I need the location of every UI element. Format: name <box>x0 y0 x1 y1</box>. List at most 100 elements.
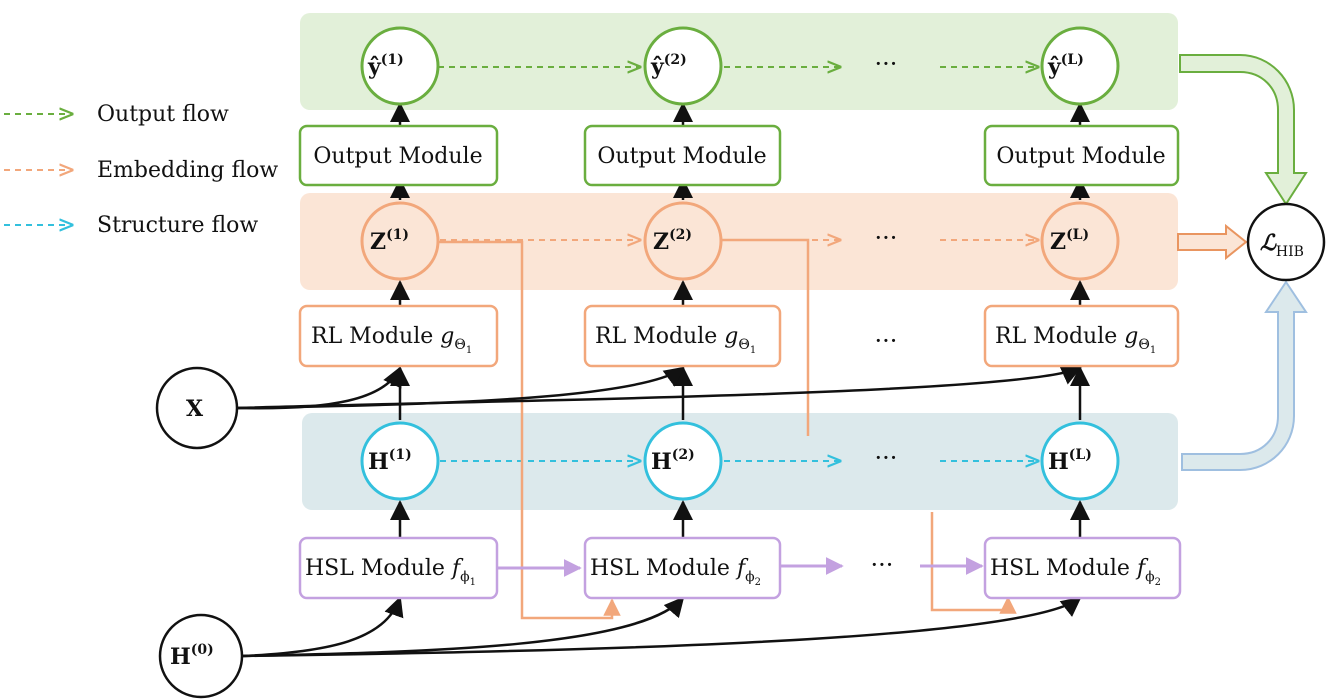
hsl-module-1 <box>298 536 499 600</box>
embedding-feed-lines <box>438 238 1017 620</box>
z-sup-2: (2) <box>669 227 692 243</box>
loss-node <box>1246 202 1326 282</box>
x-label: X <box>186 396 204 422</box>
svg-text:H(0): H(0) <box>170 642 214 670</box>
ellipsis-output: ··· <box>875 50 898 78</box>
output-band <box>300 13 1178 110</box>
rl-g: g <box>724 324 738 349</box>
loss-sub: HIB <box>1276 244 1304 260</box>
y-node-l <box>1040 26 1120 106</box>
svg-text:H(2): H(2) <box>651 447 695 475</box>
svg-text:H(L): H(L) <box>1048 447 1092 475</box>
z-node-1 <box>360 201 440 281</box>
legend-embedding-flow: Embedding flow <box>97 158 278 183</box>
h-node-1 <box>360 421 440 501</box>
output-nodes <box>360 26 1120 106</box>
rl-module-2 <box>583 304 782 368</box>
hsl-subsub-2: 2 <box>755 577 761 588</box>
rl-module-l <box>983 304 1180 368</box>
embedding-band <box>300 193 1178 290</box>
z-node-l <box>1040 201 1120 281</box>
legend-structure-flow: Structure flow <box>97 213 258 238</box>
output-module-label-1: Output Module <box>313 144 482 169</box>
h0-input-curves <box>241 596 1082 658</box>
svg-text:RL Module gΘ1: RL Module gΘ1 <box>595 324 756 356</box>
rl-sub: Θ <box>454 337 465 353</box>
rl-g: g <box>1124 324 1138 349</box>
svg-text:HSL Module fϕ1: HSL Module fϕ1 <box>305 556 476 588</box>
rl-sub: Θ <box>738 337 749 353</box>
z-labels: Z(1) Z(2) Z(L) <box>370 227 1089 255</box>
hsl-module-l <box>983 536 1182 600</box>
ellipsis-embedding: ··· <box>875 224 898 252</box>
h-symbol: H <box>1048 449 1069 475</box>
x-node <box>155 366 239 450</box>
embedding-to-loss-arrow <box>1177 223 1248 261</box>
hsl-modules <box>298 536 1182 600</box>
z-symbol: Z <box>653 229 669 255</box>
svg-text:ℒHIB: ℒHIB <box>1260 230 1304 260</box>
y-node-1 <box>360 26 440 106</box>
svg-text:HSL Module fϕ2: HSL Module fϕ2 <box>590 556 761 588</box>
x-input-curves <box>237 366 1082 410</box>
hsl-flow-arrows <box>497 557 984 577</box>
svg-text:Z(1): Z(1) <box>370 227 409 255</box>
rl-modules <box>298 304 1180 368</box>
output-to-loss-arrow <box>1179 54 1308 206</box>
rl-sub: Θ <box>1138 337 1149 353</box>
y-symbol: ŷ <box>1047 54 1062 80</box>
output-modules <box>298 124 1180 187</box>
z-sup-1: (1) <box>386 227 409 243</box>
output-module-label-2: Output Module <box>597 144 766 169</box>
h0-symbol: H <box>170 644 191 670</box>
svg-text:Z(2): Z(2) <box>653 227 692 255</box>
svg-text:RL Module gΘ1: RL Module gΘ1 <box>311 324 472 356</box>
hsl-sub: ϕ <box>460 569 470 585</box>
hsl-prefix: HSL Module <box>590 556 737 581</box>
rl-prefix: RL Module <box>595 324 724 349</box>
loss-block-arrows <box>1177 54 1308 471</box>
h-sup-2: (2) <box>672 447 695 463</box>
svg-text:ŷ(1): ŷ(1) <box>367 52 404 80</box>
rl-subsub: 1 <box>466 345 472 356</box>
hsl-sub: ϕ <box>745 569 755 585</box>
structure-to-loss-arrow <box>1181 280 1308 471</box>
rl-prefix: RL Module <box>311 324 440 349</box>
structure-nodes <box>360 421 1120 501</box>
hsl-prefix: HSL Module <box>305 556 452 581</box>
vertical-arrows <box>390 102 1090 538</box>
hsl-sub: ϕ <box>1145 569 1155 585</box>
rl-subsub: 1 <box>750 345 756 356</box>
h-node-2 <box>643 421 723 501</box>
h-node-l <box>1040 421 1120 501</box>
loss-symbol: ℒ <box>1260 230 1277 256</box>
output-module-2 <box>583 124 782 187</box>
svg-text:HSL Module fϕ2: HSL Module fϕ2 <box>990 556 1161 588</box>
y-node-2 <box>643 26 723 106</box>
z-sup-l: (L) <box>1066 227 1089 243</box>
svg-text:ŷ(L): ŷ(L) <box>1047 52 1084 80</box>
legend: Output flow Embedding flow Structure flo… <box>4 102 278 238</box>
embedding-nodes <box>360 201 1120 281</box>
h-sup-l: (L) <box>1069 447 1092 463</box>
h-labels: H (1) H(2) H(L) <box>368 447 1092 475</box>
rl-g: g <box>440 324 454 349</box>
h0-node <box>158 613 244 699</box>
ellipsis-hsl: ··· <box>871 551 894 579</box>
rl-subsub: 1 <box>1150 345 1156 356</box>
z-symbol: Z <box>1050 229 1066 255</box>
hsl-subsub-l: 2 <box>1155 577 1161 588</box>
y-sup-2: (2) <box>664 52 687 68</box>
y-sup-l: (L) <box>1061 52 1084 68</box>
legend-output-flow: Output flow <box>97 102 229 127</box>
y-sup-1: (1) <box>381 52 404 68</box>
hsl-subsub-1: 1 <box>470 577 476 588</box>
svg-text:Z(L): Z(L) <box>1050 227 1089 255</box>
svg-text:ŷ(2): ŷ(2) <box>650 52 687 80</box>
z-symbol: Z <box>370 229 386 255</box>
h-sup-1: (1) <box>389 447 412 463</box>
y-symbol: ŷ <box>650 54 665 80</box>
hsl-module-2 <box>583 536 782 600</box>
rl-prefix: RL Module <box>995 324 1124 349</box>
